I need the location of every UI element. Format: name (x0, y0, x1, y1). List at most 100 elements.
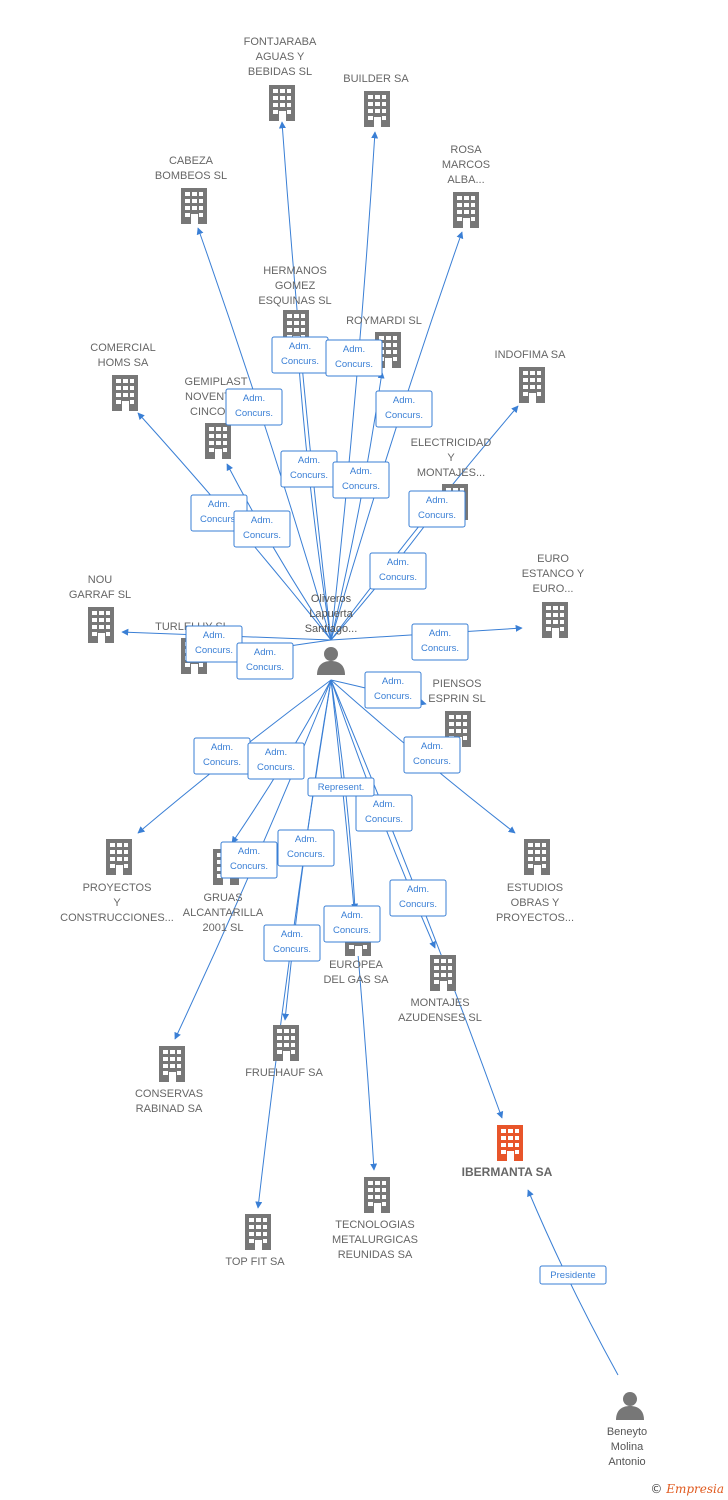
company-name: ALCANTARILLA (183, 907, 264, 919)
edge-label-oliveros-fruehauf[interactable]: Adm.Concurs. (220, 841, 278, 879)
building-icon (497, 1125, 523, 1161)
company-node-fruehauf[interactable]: FRUEHAUF SA (245, 1025, 323, 1079)
company-name: FRUEHAUF SA (245, 1067, 323, 1079)
edge-label-oliveros-topfit[interactable]: Adm.Concurs. (263, 924, 321, 962)
edge-label-text: Adm. (298, 455, 320, 466)
edge-label-text: Adm. (289, 341, 311, 352)
company-name: FONTJARABA (244, 36, 317, 48)
company-node-proyectos[interactable]: PROYECTOSYCONSTRUCCIONES... (60, 839, 174, 924)
edge-label-oliveros-cabeza[interactable]: Adm.Concurs. (190, 494, 248, 532)
company-name: GRUAS (203, 892, 242, 904)
edge-label-text: Concurs. (399, 899, 437, 910)
building-icon (112, 375, 138, 411)
person-name: Lapuerta (309, 608, 353, 620)
company-name: ESTUDIOS (507, 882, 563, 894)
person-name: Oliveros (311, 593, 352, 605)
edge-label-oliveros-roymardi[interactable]: Adm.Concurs. (332, 461, 390, 499)
edge-label-oliveros-indofima[interactable]: Adm.Concurs. (369, 552, 427, 590)
company-node-indofima[interactable]: INDOFIMA SA (495, 349, 567, 403)
edge-label-box (325, 339, 383, 377)
edge-label-oliveros-piensos[interactable]: Adm.Concurs. (364, 671, 422, 709)
edge-label-text: Adm. (429, 628, 451, 639)
person-name: Molina (611, 1441, 644, 1453)
edge-label-oliveros-rosa[interactable]: Adm.Concurs. (375, 390, 433, 428)
company-name: CABEZA (169, 155, 214, 167)
edge-label-text: Adm. (373, 799, 395, 810)
edge-label-text: Concurs. (365, 814, 403, 825)
edge-label-text: Concurs. (413, 756, 451, 767)
edge-label-box (355, 794, 413, 832)
edge-label-beneyto-ibermanta[interactable]: Presidente (539, 1265, 607, 1285)
edge-label-text: Adm. (203, 630, 225, 641)
edge-label-oliveros-nou[interactable]: Adm. Concurs. (185, 625, 243, 663)
edge-label-oliveros-euro[interactable]: Adm.Concurs. (411, 623, 469, 661)
edge-label-oliveros-tecnologias[interactable]: Adm.Concurs. (323, 905, 381, 943)
edge-label-text: Concurs. (195, 645, 233, 656)
company-name: EUROPEA (329, 959, 383, 971)
edge-label-oliveros-comercial[interactable]: Adm.Concurs. (225, 388, 283, 426)
edge-label-text: Adm. (343, 344, 365, 355)
edge-label-oliveros-conservas[interactable]: Adm.Concurs. (277, 829, 335, 867)
company-name: COMERCIAL (90, 342, 155, 354)
edge-label-oliveros-gemiplast[interactable]: Adm.Concurs. (233, 510, 291, 548)
edge-oliveros-rosa (330, 231, 464, 641)
edge-label-oliveros-europea[interactable]: Adm. Concurs. (355, 794, 413, 832)
person-node-oliveros[interactable]: OliverosLapuertaSantiago... (305, 593, 358, 675)
edge-label-oliveros-hermanos[interactable]: Adm.Concurs. (280, 450, 338, 488)
company-name: REUNIDAS SA (338, 1249, 413, 1261)
edge-label-box (236, 642, 294, 680)
edge-label-text: Concurs. (257, 762, 295, 773)
edge-label-oliveros-electricidad[interactable]: Adm.Concurs. (408, 490, 466, 528)
edge-label-text: Concurs. (335, 359, 373, 370)
building-icon (88, 607, 114, 643)
copyright-footer: © Empresia (650, 1482, 724, 1496)
building-icon (273, 1025, 299, 1061)
company-node-topfit[interactable]: TOP FIT SA (225, 1214, 285, 1268)
company-name: 2001 SL (203, 922, 244, 934)
building-icon (364, 91, 390, 127)
company-name: ESQUINAS SL (258, 295, 331, 307)
company-node-roymardi[interactable]: ROYMARDI SL (346, 315, 422, 368)
company-name: ELECTRICIDAD (411, 437, 492, 449)
edge-label-oliveros-gruas[interactable]: Adm.Concurs. (247, 742, 305, 780)
company-name: EURO (537, 553, 569, 565)
building-icon (364, 1177, 390, 1213)
edge-label-oliveros-ibermanta[interactable]: Represent. (307, 777, 375, 797)
edge-label-oliveros-proyectos[interactable]: Adm.Concurs. (193, 737, 251, 775)
company-node-ibermanta[interactable]: IBERMANTA SA (462, 1125, 553, 1179)
edge-label-text: Presidente (550, 1270, 595, 1281)
edge-label-text: Adm. (211, 742, 233, 753)
edge-label-text: Concurs. (385, 410, 423, 421)
edge-label-oliveros-fontjaraba[interactable]: Adm.Concurs. (271, 336, 329, 374)
edge-label-oliveros-estudios[interactable]: Adm.Concurs. (403, 736, 461, 774)
company-node-electricidad[interactable]: ELECTRICIDADYMONTAJES... (411, 437, 492, 520)
edge-label-text: Adm. (350, 466, 372, 477)
company-node-builder[interactable]: BUILDER SA (343, 73, 409, 127)
edge-label-oliveros-builder[interactable]: Adm. Concurs. (325, 339, 383, 377)
company-node-gruas[interactable]: GRUAS ALCANTARILLA 2001 SL (183, 849, 264, 934)
edge-label-text: Concurs. (374, 691, 412, 702)
company-node-rosa[interactable]: ROSAMARCOSALBA... (442, 144, 490, 228)
person-name: Antonio (608, 1456, 645, 1468)
edge-label-oliveros-turleluy[interactable]: Adm.Concurs. (236, 642, 294, 680)
company-name: GARRAF SL (69, 589, 131, 601)
person-name: Beneyto (607, 1426, 647, 1438)
person-icon (317, 647, 345, 675)
edge-label-oliveros-montajes[interactable]: Adm.Concurs. (389, 879, 447, 917)
edge-label-text: Adm. (254, 647, 276, 658)
brand-logo[interactable]: Empresia (666, 1482, 724, 1496)
